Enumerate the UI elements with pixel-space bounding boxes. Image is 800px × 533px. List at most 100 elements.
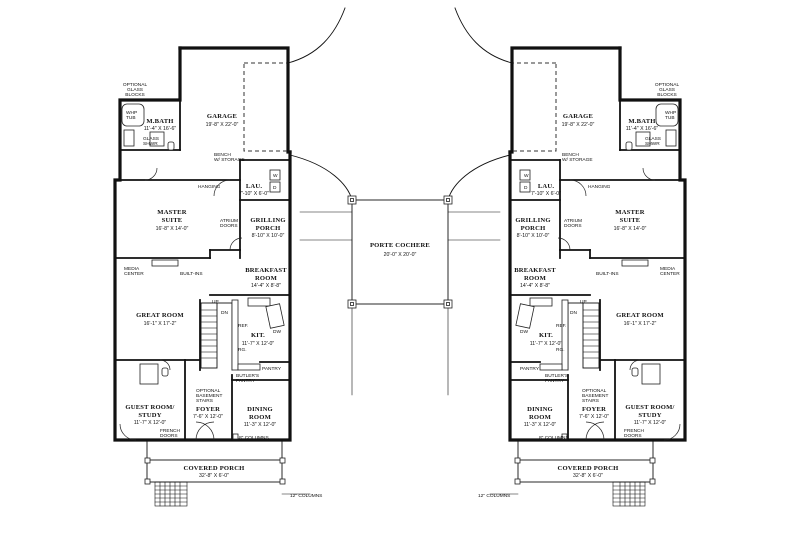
great-name: GREAT ROOM	[616, 312, 664, 319]
grill-dim: 8'-10" X 10'-0"	[252, 233, 285, 239]
dining-name-2: ROOM	[529, 414, 552, 421]
toilet-icon	[167, 141, 175, 151]
note-d: D	[524, 185, 528, 191]
note-builtins: BUILT-INS	[180, 271, 203, 277]
note-d: D	[273, 185, 277, 191]
foyer-dim: 7'-6" X 12'-0"	[193, 414, 223, 420]
guest-name-2: STUDY	[138, 412, 161, 419]
note-butlers: BUTLER'S	[545, 373, 568, 379]
note-pantry: PANTRY	[262, 366, 282, 372]
grill-name-1: GRILLING	[515, 217, 550, 224]
master-name-1: MASTER	[157, 209, 186, 216]
master-name-1: MASTER	[615, 209, 644, 216]
note-shwr: SHWR	[645, 141, 660, 147]
unit-right: GARAGE 19'-8" X 22'-0" M.BATH 11'-4" X 1…	[478, 82, 680, 499]
note-up: UP	[580, 299, 587, 305]
dining-dim: 11'-3" X 12'-0"	[524, 422, 557, 428]
note-bench: BENCH	[562, 152, 579, 158]
porch-dim: 32'-8" X 6'-0"	[199, 473, 229, 479]
note-rg: RG.	[556, 347, 565, 353]
garage-dim: 19'-8" X 22'-0"	[206, 122, 239, 128]
lau-name: LAU.	[246, 183, 263, 190]
master-name-2: SUITE	[620, 217, 641, 224]
porch-name: COVERED PORCH	[557, 465, 619, 472]
note-w: W	[273, 173, 278, 179]
porch-dim: 32'-8" X 6'-0"	[573, 473, 603, 479]
note-8-columns: 8" COLUMNS	[239, 435, 269, 441]
note-dw: DW	[520, 329, 528, 335]
unit-left: GARAGE 19'-8" X 22'-0" M.BATH 11'-4" X 1…	[113, 46, 322, 507]
toilet-icon	[161, 367, 169, 377]
note-media: MEDIA	[660, 266, 676, 272]
note-atrium: ATRIUM	[220, 218, 238, 224]
note-basement: BASEMENT	[196, 393, 222, 399]
dining-name-1: DINING	[247, 406, 273, 413]
washer-icon	[519, 169, 531, 181]
master-name-2: SUITE	[162, 217, 183, 224]
note-tub: TUB	[126, 115, 136, 121]
note-pantry: PANTRY	[520, 366, 540, 372]
note-center: CENTER	[124, 271, 144, 277]
note-glass: GLASS	[127, 87, 143, 93]
mbath-dim: 11'-4" X 16'-6"	[144, 126, 177, 132]
note-12-columns: 12" COLUMNS	[478, 493, 510, 499]
note-storage: W/ STORAGE	[214, 157, 245, 163]
note-atrium-doors: DOORS	[564, 223, 582, 229]
note-stairs: STAIRS	[582, 398, 599, 404]
great-name: GREAT ROOM	[136, 312, 184, 319]
porte-cochere-name: PORTE COCHERE	[370, 242, 430, 249]
note-8-columns: 8" COLUMNS	[539, 435, 569, 441]
note-basement-optional: OPTIONAL	[582, 388, 607, 394]
dining-dim: 11'-3" X 12'-0"	[244, 422, 277, 428]
foyer-name: FOYER	[196, 406, 220, 413]
garage-name: GARAGE	[207, 113, 238, 120]
kit-dim: 11'-7" X 12'-0"	[530, 341, 563, 347]
grill-dim: 8'-10" X 10'-0"	[517, 233, 550, 239]
note-dw: DW	[273, 329, 281, 335]
note-hanging: HANGING	[198, 184, 221, 190]
shower-icon	[149, 131, 165, 147]
great-dim: 16'-1" X 17'-2"	[624, 321, 657, 327]
note-blocks: BLOCKS	[657, 92, 676, 98]
note-glass-shwr: GLASS	[143, 136, 159, 142]
note-storage: W/ STORAGE	[562, 157, 593, 163]
mbath-name: M.BATH	[628, 118, 656, 125]
grill-name-1: GRILLING	[250, 217, 285, 224]
note-builtins: BUILT-INS	[596, 271, 619, 277]
guest-dim: 11'-7" X 12'-0"	[634, 420, 667, 426]
note-atrium-doors: DOORS	[220, 223, 238, 229]
note-glass: GLASS	[659, 87, 675, 93]
note-ref: REF.	[556, 323, 566, 329]
note-optional: OPTIONAL	[123, 82, 148, 88]
breakfast-name-1: BREAKFAST	[245, 267, 287, 274]
note-center: CENTER	[660, 271, 680, 277]
whirlpool-tub-icon	[121, 103, 145, 127]
note-ref: REF.	[238, 323, 248, 329]
note-blocks: BLOCKS	[125, 92, 144, 98]
toilet-icon	[631, 367, 639, 377]
breakfast-dim: 14'-4" X 8'-8"	[251, 283, 281, 289]
porch-name: COVERED PORCH	[183, 465, 245, 472]
note-glass-shwr: GLASS	[645, 136, 661, 142]
note-up: UP	[212, 299, 219, 305]
note-w: W	[524, 173, 529, 179]
guest-dim: 11'-7" X 12'-0"	[134, 420, 167, 426]
note-media: MEDIA	[124, 266, 140, 272]
unit-right-walls	[489, 46, 687, 507]
note-atrium: ATRIUM	[564, 218, 582, 224]
note-stairs: STAIRS	[196, 398, 213, 404]
note-whp: WHP	[665, 110, 676, 116]
note-tub: TUB	[665, 115, 675, 121]
grill-name-2: PORCH	[256, 225, 281, 232]
note-butlers-pantry: PANTRY	[545, 378, 565, 384]
breakfast-name-2: ROOM	[524, 275, 547, 282]
porch-steps	[612, 481, 646, 507]
dining-name-2: ROOM	[249, 414, 272, 421]
note-basement: BASEMENT	[582, 393, 608, 399]
porte-cochere-dim: 20'-0" X 20'-0"	[384, 252, 417, 258]
note-12-columns: 12" COLUMNS	[290, 493, 322, 499]
note-rg: RG.	[238, 347, 247, 353]
porch-steps	[154, 481, 188, 507]
breakfast-dim: 14'-4" X 8'-8"	[520, 283, 550, 289]
